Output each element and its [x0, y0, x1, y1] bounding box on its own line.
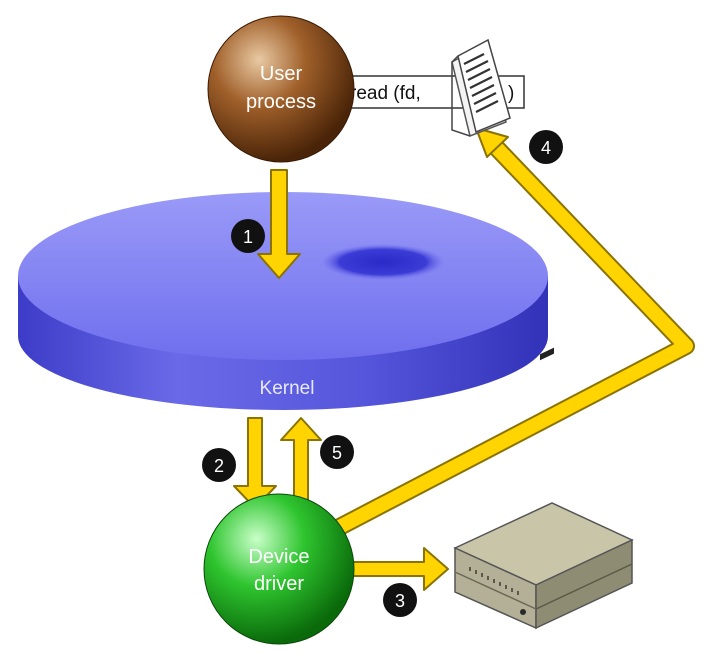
document-icon	[451, 38, 511, 138]
svg-text:1: 1	[243, 227, 253, 247]
step-badge-2: 2	[202, 448, 236, 482]
arrow-5-driver-to-kernel	[280, 417, 322, 506]
step-badge-5: 5	[320, 435, 354, 469]
device-driver-label-line2: driver	[254, 573, 304, 595]
user-process-node: User process	[207, 15, 355, 163]
svg-text:4: 4	[541, 138, 551, 158]
user-process-label-line1: User	[260, 63, 303, 85]
kernel-hole	[321, 244, 445, 280]
arrow-1-user-to-kernel	[257, 169, 301, 279]
svg-text:3: 3	[395, 591, 405, 611]
arrow-3-driver-to-device	[351, 547, 449, 591]
read-call-close: )	[508, 83, 514, 104]
device-driver-label-line1: Device	[248, 546, 309, 568]
read-call-text: read (fd,	[350, 83, 421, 104]
arrow-4-driver-to-document	[325, 127, 695, 540]
step-badge-3: 3	[383, 583, 417, 617]
device-button	[540, 347, 554, 361]
svg-text:2: 2	[214, 456, 224, 476]
hardware-device-icon	[453, 347, 634, 630]
kernel-disk	[18, 192, 548, 410]
kernel-label: Kernel	[260, 378, 315, 399]
svg-text:5: 5	[332, 443, 342, 463]
user-process-label-line2: process	[246, 91, 316, 113]
step-badge-1: 1	[231, 219, 265, 253]
device-driver-node: Device driver	[203, 493, 355, 645]
step-badge-4: 4	[529, 130, 563, 164]
